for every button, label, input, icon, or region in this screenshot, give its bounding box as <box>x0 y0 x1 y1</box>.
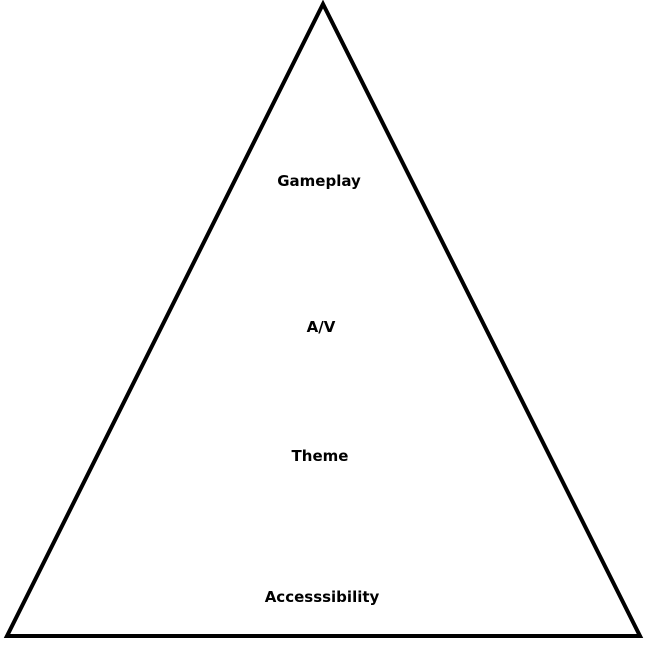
tier-label-theme: Theme <box>291 447 349 465</box>
tier-label-accessibility: Accesssibility <box>264 588 380 606</box>
pyramid-outline <box>3 0 644 638</box>
tier-label-av: A/V <box>306 318 336 336</box>
tier-label-gameplay: Gameplay <box>277 172 361 190</box>
